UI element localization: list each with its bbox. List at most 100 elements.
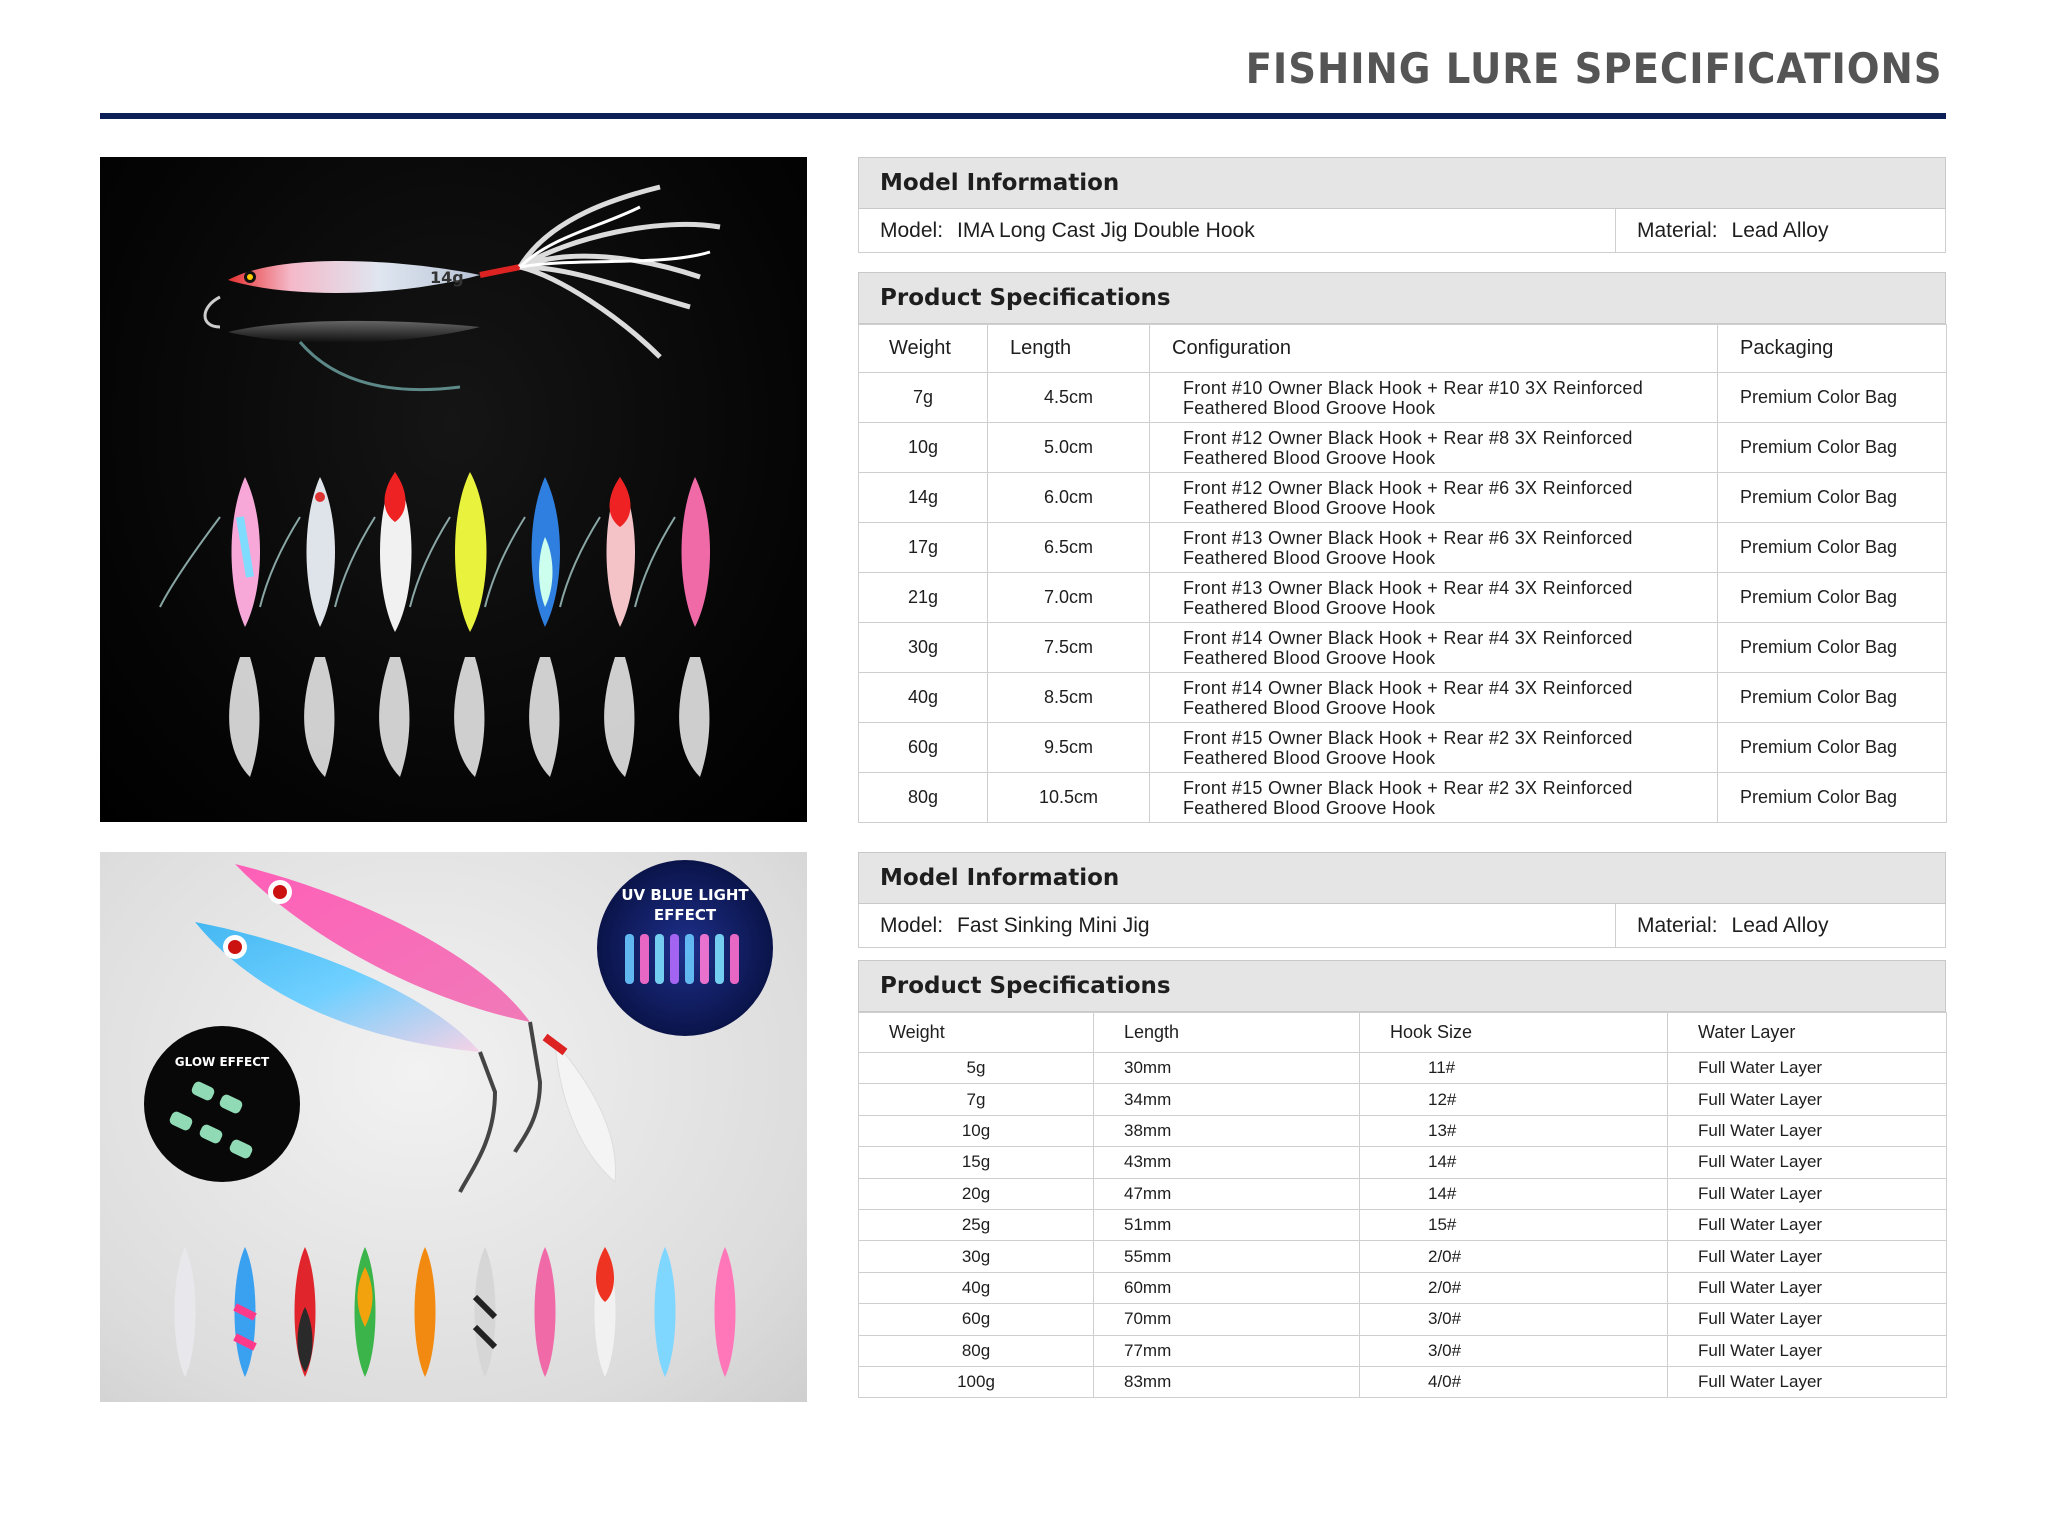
hook-size-cell: 2/0# xyxy=(1359,1240,1668,1273)
material-cell: Material: Lead Alloy xyxy=(1616,904,1945,947)
hook-size-cell: 14# xyxy=(1359,1146,1668,1179)
water-layer-cell: Full Water Layer xyxy=(1667,1208,1947,1242)
col-hook-size: Hook Size xyxy=(1359,1012,1668,1053)
hook-size-cell: 13# xyxy=(1359,1114,1668,1148)
water-layer-cell: Full Water Layer xyxy=(1667,1334,1947,1367)
configuration-cell: Front #12 Owner Black Hook + Rear #6 3X … xyxy=(1149,472,1718,523)
model-info-1: Model Information Model: IMA Long Cast J… xyxy=(858,157,1946,253)
product-specs-1: Product Specifications Weight Length Con… xyxy=(858,272,1947,823)
configuration-line-1: Front #12 Owner Black Hook + Rear #8 3X … xyxy=(1183,427,1633,448)
length-cell: 8.5cm xyxy=(987,672,1150,723)
weight-cell: 21g xyxy=(858,572,988,623)
weight-cell: 17g xyxy=(858,522,988,573)
water-layer-cell: Full Water Layer xyxy=(1667,1303,1947,1336)
col-length: Length xyxy=(987,324,1150,373)
weight-cell: 20g xyxy=(858,1177,1094,1210)
product-specs-2: Product Specifications Weight Length Hoo… xyxy=(858,960,1947,1399)
water-layer-cell: Full Water Layer xyxy=(1667,1177,1947,1210)
configuration-cell: Front #14 Owner Black Hook + Rear #4 3X … xyxy=(1149,622,1718,673)
hook-size-cell: 11# xyxy=(1359,1051,1668,1085)
specs-table-1: Weight Length Configuration Packaging 7g… xyxy=(858,324,1947,823)
material-cell: Material: Lead Alloy xyxy=(1616,209,1945,252)
weight-cell: 100g xyxy=(858,1365,1094,1399)
page-title: FISHING LURE SPECIFICATIONS xyxy=(1246,44,1943,93)
configuration-line-1: Front #12 Owner Black Hook + Rear #6 3X … xyxy=(1183,477,1633,498)
color-variants xyxy=(174,1247,736,1377)
weight-cell: 7g xyxy=(858,372,988,423)
packaging-cell: Premium Color Bag xyxy=(1717,422,1947,473)
configuration-line-2: Feathered Blood Groove Hook xyxy=(1183,747,1436,768)
lure-weight-mark: 14g xyxy=(430,268,464,287)
weight-cell: 15g xyxy=(858,1146,1094,1179)
configuration-line-2: Feathered Blood Groove Hook xyxy=(1183,547,1436,568)
weight-cell: 25g xyxy=(858,1208,1094,1242)
model-info-2: Model Information Model: Fast Sinking Mi… xyxy=(858,852,1946,948)
weight-cell: 10g xyxy=(858,1114,1094,1148)
configuration-line-1: Front #14 Owner Black Hook + Rear #4 3X … xyxy=(1183,627,1633,648)
length-cell: 83mm xyxy=(1093,1365,1360,1399)
length-cell: 30mm xyxy=(1093,1051,1360,1085)
configuration-line-2: Feathered Blood Groove Hook xyxy=(1183,497,1436,518)
water-layer-cell: Full Water Layer xyxy=(1667,1240,1947,1273)
col-length: Length xyxy=(1093,1012,1360,1053)
length-cell: 70mm xyxy=(1093,1303,1360,1336)
product-photo-long-cast-jig: 14g xyxy=(100,157,807,822)
material-label: Material: xyxy=(1637,218,1718,242)
model-label: Model: xyxy=(880,218,944,242)
lure-lineup xyxy=(159,472,710,777)
length-cell: 10.5cm xyxy=(987,772,1150,823)
configuration-line-2: Feathered Blood Groove Hook xyxy=(1183,597,1436,618)
model-info-row: Model: IMA Long Cast Jig Double Hook Mat… xyxy=(858,209,1946,253)
weight-cell: 60g xyxy=(858,722,988,773)
configuration-line-1: Front #13 Owner Black Hook + Rear #4 3X … xyxy=(1183,577,1633,598)
configuration-line-1: Front #15 Owner Black Hook + Rear #2 3X … xyxy=(1183,727,1633,748)
col-packaging: Packaging xyxy=(1717,324,1947,373)
glow-effect-badge: GLOW EFFECT xyxy=(144,1026,300,1182)
length-cell: 4.5cm xyxy=(987,372,1150,423)
packaging-cell: Premium Color Bag xyxy=(1717,472,1947,523)
model-label: Model: xyxy=(880,913,944,937)
weight-cell: 10g xyxy=(858,422,988,473)
model-value: Fast Sinking Mini Jig xyxy=(957,913,1150,937)
main-lure: 14g xyxy=(203,184,721,391)
water-layer-cell: Full Water Layer xyxy=(1667,1146,1947,1179)
weight-cell: 40g xyxy=(858,1271,1094,1305)
water-layer-cell: Full Water Layer xyxy=(1667,1114,1947,1148)
hook-size-cell: 15# xyxy=(1359,1208,1668,1242)
product-photo-mini-jig: UV BLUE LIGHT EFFECT GLOW EFFECT xyxy=(100,852,807,1402)
water-layer-cell: Full Water Layer xyxy=(1667,1365,1947,1399)
packaging-cell: Premium Color Bag xyxy=(1717,672,1947,723)
material-value: Lead Alloy xyxy=(1731,218,1829,242)
col-water-layer: Water Layer xyxy=(1667,1012,1947,1053)
length-cell: 77mm xyxy=(1093,1334,1360,1367)
length-cell: 7.5cm xyxy=(987,622,1150,673)
configuration-cell: Front #14 Owner Black Hook + Rear #4 3X … xyxy=(1149,672,1718,723)
configuration-line-1: Front #15 Owner Black Hook + Rear #2 3X … xyxy=(1183,777,1633,798)
hook-size-cell: 12# xyxy=(1359,1083,1668,1116)
weight-cell: 60g xyxy=(858,1303,1094,1336)
configuration-cell: Front #15 Owner Black Hook + Rear #2 3X … xyxy=(1149,722,1718,773)
configuration-line-1: Front #14 Owner Black Hook + Rear #4 3X … xyxy=(1183,677,1633,698)
col-weight: Weight xyxy=(858,324,988,373)
packaging-cell: Premium Color Bag xyxy=(1717,572,1947,623)
water-layer-cell: Full Water Layer xyxy=(1667,1083,1947,1116)
table-header-row: Weight Length Configuration Packaging xyxy=(858,324,1947,373)
lure-illustration: 14g xyxy=(159,184,721,777)
length-cell: 5.0cm xyxy=(987,422,1150,473)
